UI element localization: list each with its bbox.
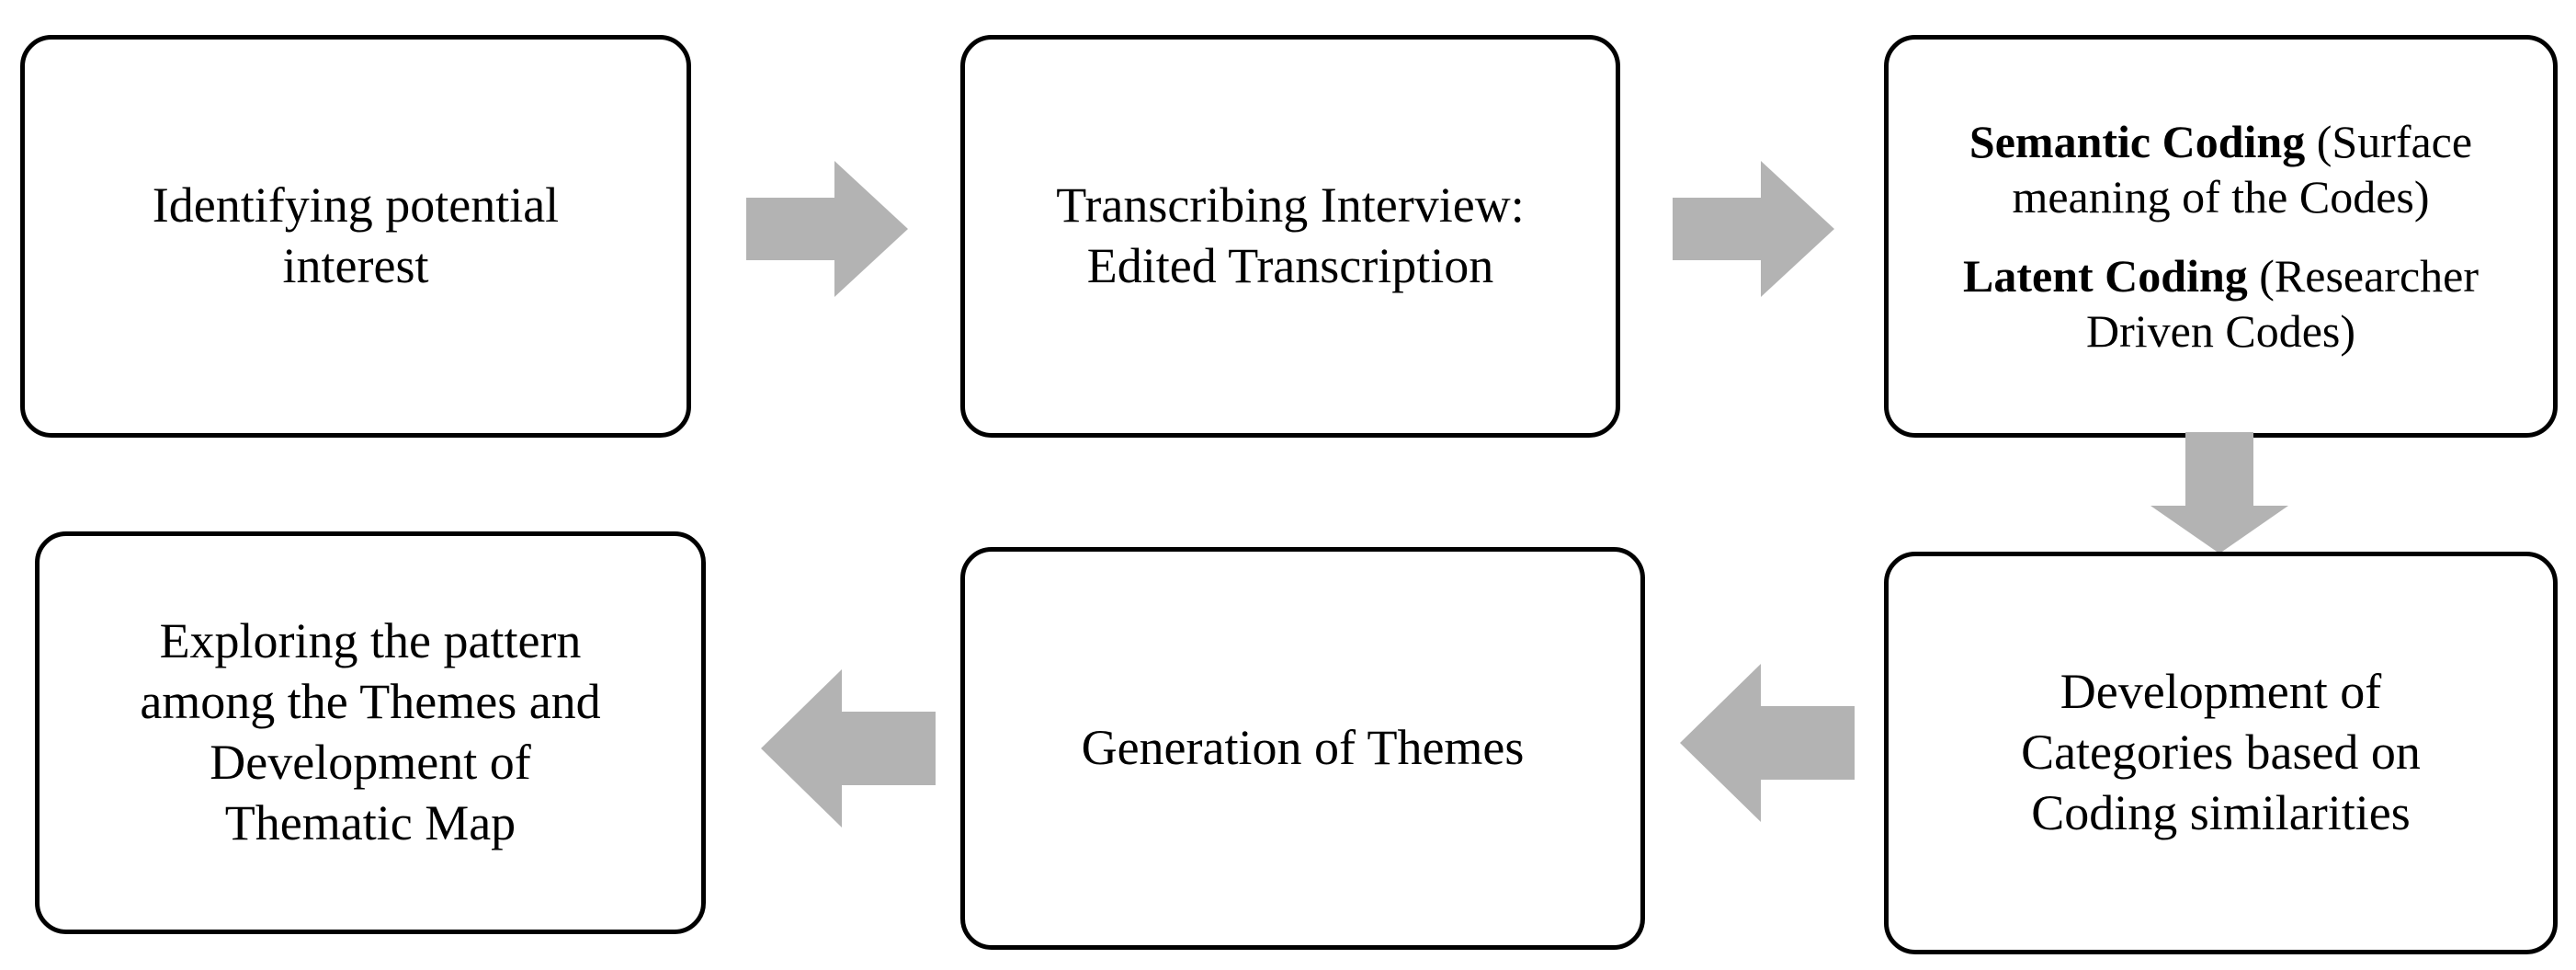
node-label-line: Coding similarities <box>2031 784 2411 840</box>
node-exploring-pattern[interactable]: Exploring the pattern among the Themes a… <box>35 531 706 934</box>
node-development-of-categories[interactable]: Development of Categories based on Codin… <box>1884 552 2558 954</box>
node-label: Exploring the pattern among the Themes a… <box>40 611 701 854</box>
node-identifying-potential-interest[interactable]: Identifying potential interest <box>20 35 691 438</box>
node-label-line: Generation of Themes <box>1081 720 1525 776</box>
latent-coding-rest: (Researcher Driven Codes) <box>2086 250 2479 357</box>
node-transcribing-interview[interactable]: Transcribing Interview: Edited Transcrip… <box>960 35 1620 438</box>
arrow-left-step5-to-step6 <box>761 669 936 827</box>
node-label-line: Identifying potential <box>152 177 560 234</box>
node-coding[interactable]: Semantic Coding (Surface meaning of the … <box>1884 35 2558 438</box>
semantic-coding-bold: Semantic Coding <box>1969 116 2306 167</box>
node-label-line: Categories based on <box>2021 725 2421 781</box>
arrow-right-step1-to-step2 <box>746 161 908 297</box>
node-label-line: Edited Transcription <box>1086 238 1494 293</box>
node-label: Generation of Themes <box>965 718 1640 779</box>
arrow-left-step4-to-step5 <box>1680 664 1855 822</box>
node-label-line: Transcribing Interview: <box>1056 177 1525 234</box>
node-label: Development of Categories based on Codin… <box>1889 662 2553 844</box>
node-label-line: Thematic Map <box>224 794 516 850</box>
node-label: Semantic Coding (Surface meaning of the … <box>1889 114 2553 359</box>
semantic-coding-paragraph: Semantic Coding (Surface meaning of the … <box>1909 114 2533 224</box>
node-label-line: Development of <box>210 735 531 790</box>
semantic-coding-rest: (Surface meaning of the Codes) <box>2012 116 2473 223</box>
node-label: Transcribing Interview: Edited Transcrip… <box>965 176 1616 297</box>
node-generation-of-themes[interactable]: Generation of Themes <box>960 547 1645 950</box>
arrow-right-step2-to-step3 <box>1673 161 1834 297</box>
node-label-line: Exploring the pattern <box>159 613 582 669</box>
node-label-line: among the Themes and <box>140 674 601 730</box>
latent-coding-paragraph: Latent Coding (Researcher Driven Codes) <box>1909 248 2533 359</box>
node-label-line: Development of <box>2060 664 2382 720</box>
arrow-down-step3-to-step4 <box>2150 432 2288 553</box>
node-label: Identifying potential interest <box>25 176 687 297</box>
node-label-line: interest <box>282 238 429 293</box>
latent-coding-bold: Latent Coding <box>1963 250 2248 302</box>
